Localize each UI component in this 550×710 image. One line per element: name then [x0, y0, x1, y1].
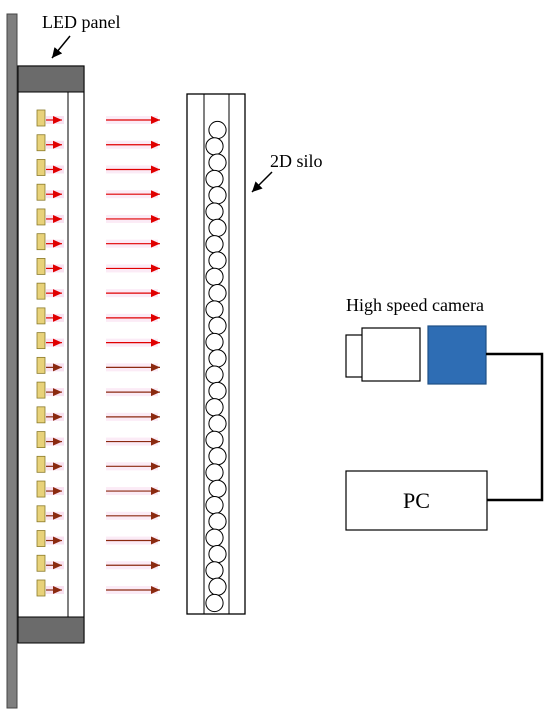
led-chip [36, 258, 46, 275]
led-chip [36, 332, 46, 350]
led-chip [36, 208, 46, 226]
silo-particle [205, 561, 224, 580]
silo-label: 2D silo [270, 151, 323, 171]
led-chip [36, 134, 46, 152]
silo-particle [205, 463, 224, 482]
led-chip [36, 183, 46, 201]
led-chip [36, 307, 46, 325]
led-chip [36, 356, 46, 374]
led-chip [36, 455, 46, 473]
silo-particle [208, 218, 227, 237]
led-chip [36, 282, 46, 300]
led-chip [36, 480, 46, 498]
silo-particle [205, 398, 224, 417]
silo-particle [205, 332, 224, 352]
silo-particle [208, 479, 227, 498]
led-chip [36, 431, 46, 448]
pc-box [345, 470, 488, 531]
camera-pc-cable [486, 352, 544, 502]
led-chip [36, 579, 46, 597]
led-panel-frame [17, 65, 85, 643]
led-chip [36, 233, 46, 251]
led-chip [36, 530, 46, 547]
silo-particle [205, 235, 224, 254]
silo-particle [205, 202, 224, 221]
silo-particle [208, 120, 227, 140]
silo-particle [208, 316, 227, 335]
led-panel [17, 65, 85, 644]
led-chip [36, 406, 46, 424]
silo-particle [205, 137, 224, 156]
silo-particle [205, 169, 224, 189]
led-panel-top-clamp [17, 65, 85, 93]
silo-particle [205, 430, 224, 449]
led-panel-label: LED panel [42, 12, 121, 32]
silo-particle [208, 447, 227, 466]
silo-particle [208, 577, 227, 596]
led-panel-bottom-clamp [17, 616, 85, 644]
led-chip [36, 381, 46, 399]
camera-label: High speed camera [346, 295, 484, 315]
silo-particle [208, 512, 227, 531]
led-array [36, 109, 64, 597]
led-chip [36, 554, 46, 572]
silo-particle [208, 414, 227, 433]
silo-particle [208, 284, 227, 303]
silo-particle [205, 593, 224, 613]
led-chip [36, 159, 46, 176]
led-chip [36, 109, 46, 127]
silo-particle [205, 300, 224, 319]
silo-particle [205, 267, 224, 286]
silo-particle [208, 381, 227, 401]
silo-particle [208, 349, 227, 368]
silo-particle [208, 251, 227, 270]
high-speed-camera [345, 325, 487, 385]
camera-body [427, 325, 487, 385]
led-chip [36, 505, 46, 523]
silo-particle [208, 186, 227, 205]
silo-particle [208, 544, 227, 564]
silo-particle [205, 496, 224, 515]
silo-particle [205, 528, 224, 547]
pc-label: PC [403, 488, 430, 513]
silo-particles [205, 120, 227, 613]
silo [186, 93, 246, 615]
silo-particle [205, 365, 224, 384]
led-panel-pointer-arrow [51, 35, 71, 59]
silo-particle [208, 153, 227, 172]
led-backing-plate [6, 13, 18, 709]
silo-pointer-arrow [251, 171, 273, 193]
light-rays [106, 116, 160, 594]
camera-lens-barrel [361, 327, 421, 382]
